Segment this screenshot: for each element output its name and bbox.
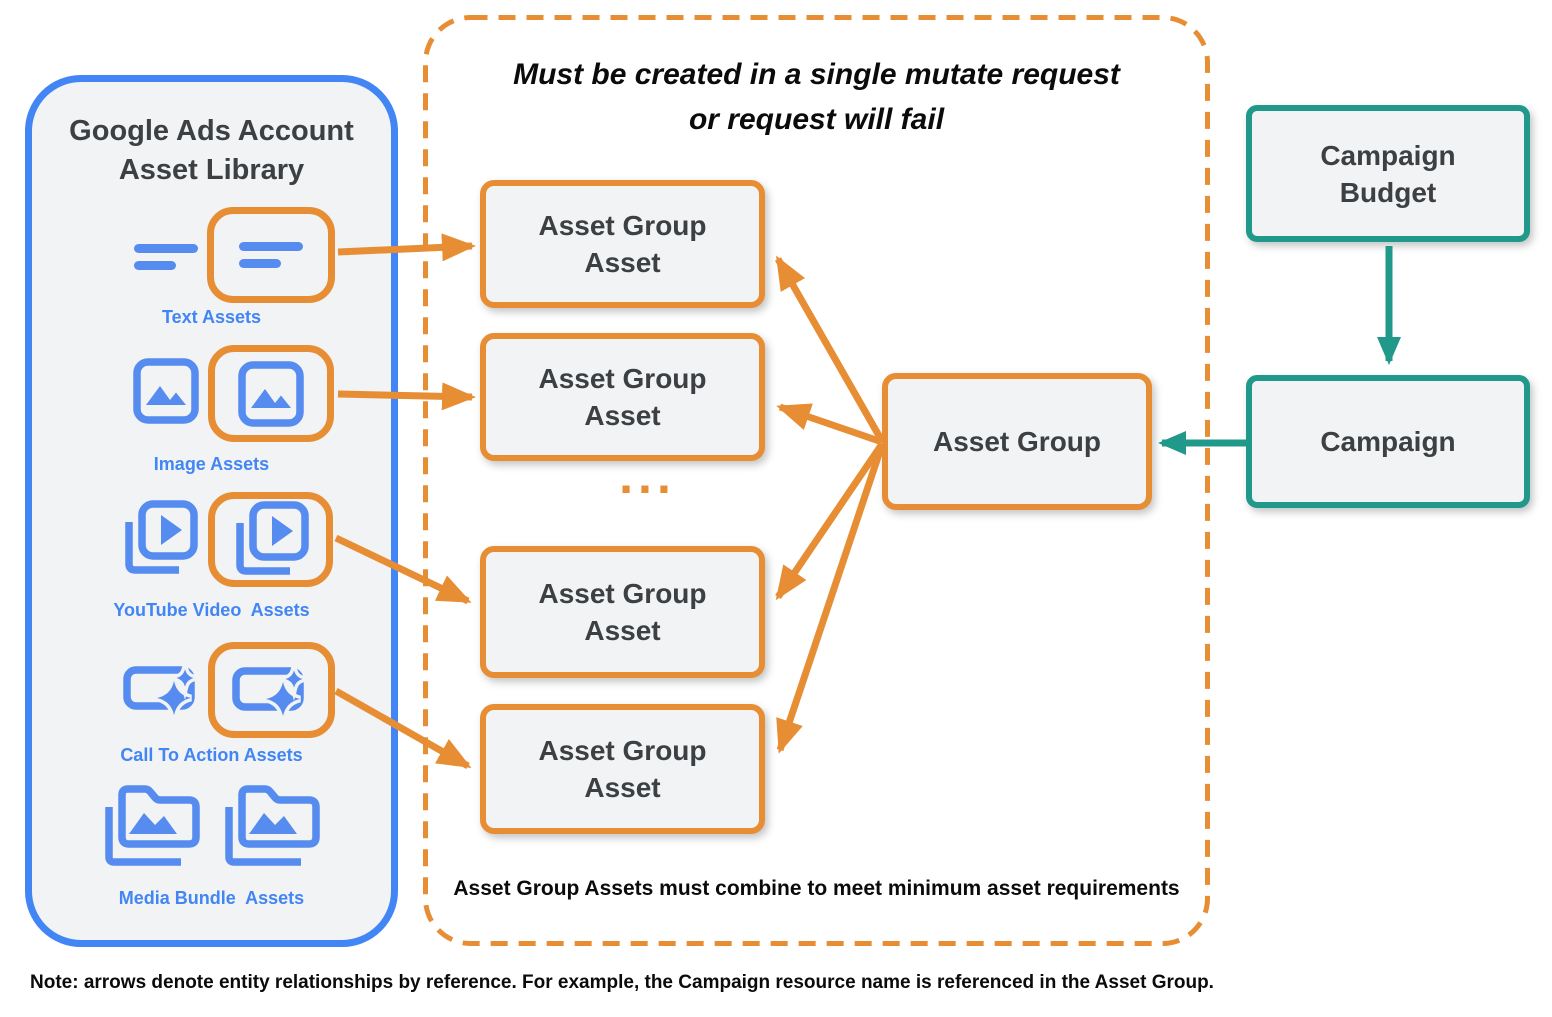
- campaign-budget-label-line1: Campaign: [1320, 139, 1456, 171]
- campaign-budget-node: Campaign Budget: [1246, 105, 1530, 242]
- asset-group-asset-label-line1: Asset Group: [538, 210, 707, 241]
- sparkle-banner-icon: [123, 661, 203, 716]
- asset-group-asset-label-line2: Asset: [584, 247, 661, 278]
- image-assets-label: Image Assets: [153, 454, 270, 474]
- video-play-icon: [125, 500, 198, 574]
- text-lines-icon: [239, 242, 303, 268]
- arrow-asset-group-to-asset-group-asset-2: [776, 403, 884, 446]
- asset-group-asset-node-3: Asset Group Asset: [480, 546, 765, 678]
- asset-group-node: Asset Group: [882, 373, 1152, 510]
- sparkle-banner-icon: [231, 662, 312, 717]
- asset-group-label: Asset Group: [932, 426, 1102, 457]
- campaign-budget-label-line2: Budget: [1339, 176, 1437, 208]
- asset-group-asset-label-line1: Asset Group: [538, 735, 707, 766]
- library-title: Google Ads Account Asset Library: [32, 112, 391, 190]
- more-assets-ellipsis: ...: [619, 448, 676, 504]
- image-icon: [238, 360, 304, 427]
- asset-group-asset-label-line2: Asset: [584, 615, 661, 646]
- asset-group-asset-node-2: Asset Group Asset: [480, 333, 765, 461]
- asset-library-container: Google Ads Account Asset Library Text As…: [25, 75, 398, 947]
- reference-note: Note: arrows denote entity relationships…: [30, 972, 1214, 993]
- asset-group-asset-node-1: Asset Group Asset: [480, 180, 765, 308]
- cta-assets-label: Call To Action Assets: [120, 745, 303, 765]
- youtube-assets-label: YouTube Video Assets: [113, 600, 310, 620]
- asset-group-asset-label-line1: Asset Group: [538, 578, 707, 609]
- campaign-label: Campaign: [1320, 426, 1456, 457]
- image-icon: [133, 358, 199, 424]
- library-title-line2: Asset Library: [118, 154, 305, 186]
- asset-group-asset-label-line2: Asset: [584, 772, 661, 803]
- library-title-line1: Google Ads Account: [69, 115, 354, 147]
- arrow-asset-group-to-asset-group-asset-3: [775, 442, 885, 601]
- text-assets-highlight-box: [207, 207, 335, 303]
- campaign-node: Campaign: [1246, 375, 1530, 508]
- mutate-request-title-line2: or request will fail: [688, 103, 945, 136]
- asset-group-asset-label-line1: Asset Group: [538, 363, 707, 394]
- media-bundle-assets-label: Media Bundle Assets: [118, 888, 305, 908]
- asset-group-asset-node-4: Asset Group Asset: [480, 704, 765, 834]
- cta-assets-highlight-box: [208, 642, 335, 738]
- media-folder-icon: [105, 785, 200, 866]
- mutate-container-footer: Asset Group Assets must combine to meet …: [453, 877, 1180, 900]
- image-assets-highlight-box: [208, 345, 334, 442]
- mutate-request-title-line1: Must be created in a single mutate reque…: [513, 58, 1120, 91]
- video-play-icon: [235, 500, 309, 575]
- arrow-asset-group-to-asset-group-asset-1: [774, 255, 886, 443]
- text-lines-icon: [134, 244, 198, 270]
- media-folder-icon: [225, 785, 320, 866]
- mutate-request-title: Must be created in a single mutate reque…: [425, 52, 1208, 142]
- youtube-assets-highlight-box: [208, 492, 333, 587]
- text-assets-label: Text Assets: [161, 307, 262, 327]
- arrow-asset-group-to-asset-group-asset-4: [776, 443, 886, 754]
- asset-group-asset-label-line2: Asset: [584, 400, 661, 431]
